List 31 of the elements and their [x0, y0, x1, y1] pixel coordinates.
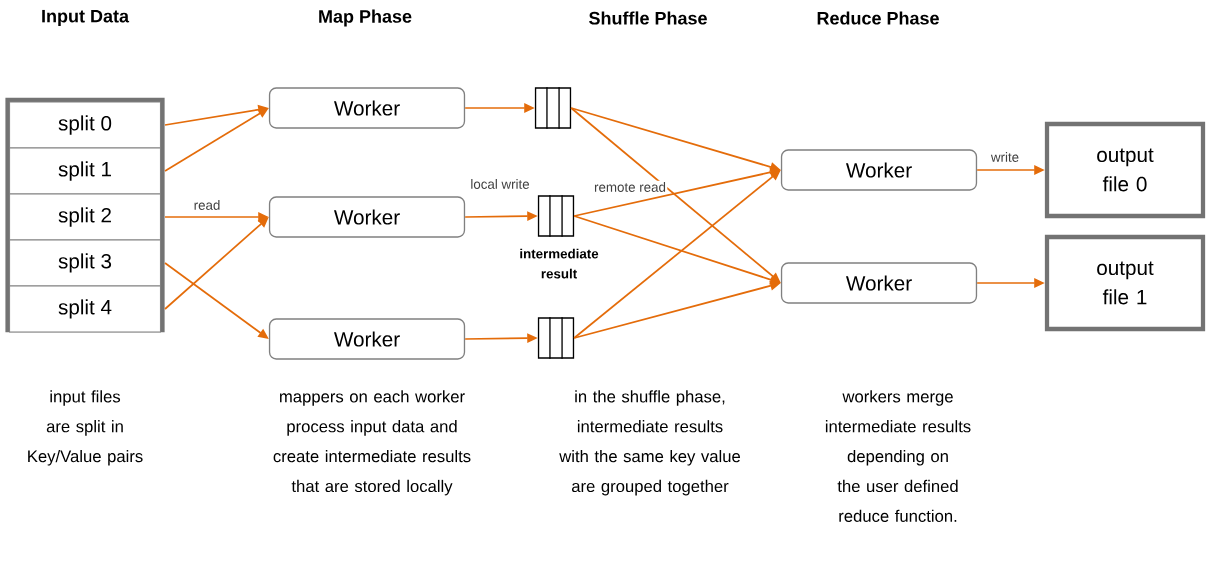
- edge-label: remote read: [592, 180, 668, 194]
- queue-box: [537, 316, 575, 360]
- worker-box: Worker: [268, 196, 466, 238]
- output-file-box: output file 1: [1044, 234, 1206, 332]
- split-cell: split 2: [9, 193, 161, 241]
- description-text: input files are split in Key/Value pairs: [28, 390, 143, 466]
- worker-box: Worker: [268, 318, 466, 360]
- queue-box: [537, 194, 575, 238]
- description-text: workers merge intermediate results depending on the user defined reduce function.: [825, 390, 971, 522]
- arrow: [164, 217, 269, 310]
- description-text: mappers on each worker process input data and create intermediate results that are stored locally: [273, 390, 471, 496]
- edge-label: write: [989, 150, 1021, 164]
- output-file-box: output file 0: [1044, 121, 1206, 219]
- split-cell: split 0: [9, 101, 161, 149]
- arrow: [573, 170, 781, 339]
- phase-heading: Map Phase: [319, 9, 412, 27]
- description-text: in the shuffle phase, intermediate results with the same key value are grouped together: [559, 390, 740, 496]
- edge-label: local write: [469, 177, 531, 191]
- phase-heading: Shuffle Phase: [589, 11, 707, 25]
- worker-box: Worker: [780, 262, 978, 304]
- worker-box: Worker: [268, 87, 466, 129]
- split-cell: split 3: [9, 239, 161, 287]
- phase-heading: Input Data: [42, 9, 130, 27]
- split-cell: split 4: [9, 285, 161, 333]
- phase-heading: Reduce Phase: [817, 11, 939, 25]
- split-cell: split 1: [9, 147, 161, 195]
- worker-box: Worker: [780, 149, 978, 191]
- caption-text: intermediate result: [520, 248, 599, 279]
- edge-label: read: [192, 198, 222, 212]
- queue-box: [534, 86, 572, 130]
- arrow: [570, 107, 781, 283]
